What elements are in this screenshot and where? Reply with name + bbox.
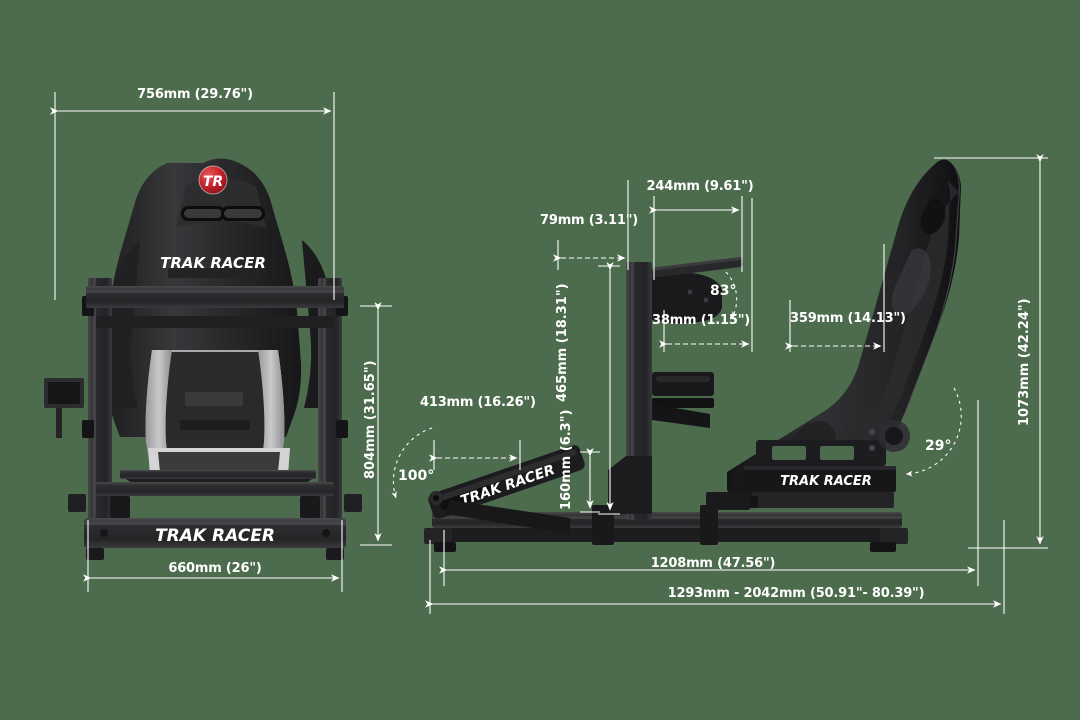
dim-seat-depth: 359mm (14.13"): [790, 311, 906, 326]
dim-wheel-deck-depth: 79mm (3.11"): [540, 213, 639, 228]
dim-pedal-plate-length: 413mm (16.26"): [420, 395, 536, 410]
dim-shifter-offset: 38mm (1.15"): [652, 313, 751, 328]
front-seat-brand: TRAK RACER: [160, 254, 266, 272]
side-base-brand: TRAK RACER: [780, 474, 872, 489]
dim-overall-width: 756mm (29.76"): [137, 87, 253, 102]
dim-overall-height-front: 804mm (31.65"): [363, 360, 378, 480]
tr-logo-badge: TR: [203, 174, 223, 190]
angle-pedal-plate: 100°: [398, 468, 435, 484]
dim-top-mount-width: 244mm (9.61"): [646, 179, 754, 194]
dim-wheel-deck-height: 465mm (18.31"): [555, 283, 570, 402]
dim-frame-length: 1208mm (47.56"): [650, 556, 776, 571]
angle-seat-recline: 29°: [925, 438, 952, 454]
dim-base-width: 660mm (26"): [168, 561, 262, 576]
front-view-group: TR TRAK RACER: [44, 158, 362, 560]
side-view-group: TRAK RACER: [424, 159, 961, 552]
dim-overall-height-side: 1073mm (42.24"): [1017, 298, 1032, 426]
dim-pedal-plate-height: 160mm (6.3"): [559, 409, 574, 510]
front-base-brand: TRAK RACER: [155, 526, 275, 546]
angle-wheel-deck: 83°: [710, 283, 737, 299]
dim-adjustable-length: 1293mm - 2042mm (50.91"- 80.39"): [667, 586, 925, 601]
